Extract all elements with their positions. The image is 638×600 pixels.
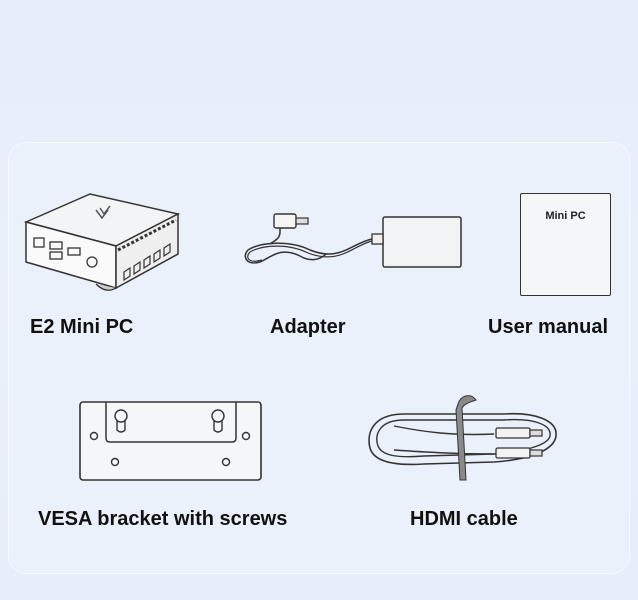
user-manual-image: Mini PC [520, 193, 611, 296]
user-manual-label: User manual [488, 316, 609, 338]
adapter-image [244, 213, 462, 268]
mini-pc-label: E2 Mini PC [30, 316, 134, 338]
hdmi-cable-image [368, 395, 557, 481]
adapter-label: Adapter [270, 316, 346, 338]
vesa-bracket-image [79, 401, 262, 481]
mini-pc-image [23, 193, 181, 291]
manual-cover-text: Mini PC [545, 210, 586, 222]
hdmi-cable-label: HDMI cable [410, 508, 518, 530]
vesa-bracket-label: VESA bracket with screws [38, 508, 288, 530]
